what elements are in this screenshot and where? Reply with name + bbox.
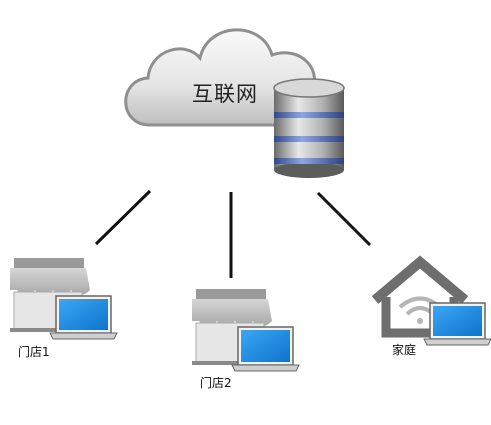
connector-home: [316, 191, 372, 247]
store-icon: [10, 258, 90, 332]
home-label: 家庭: [392, 343, 417, 357]
database-icon: [273, 78, 345, 178]
store2-label: 门店2: [200, 376, 232, 390]
connector-store1: [94, 189, 152, 246]
laptop-icon: [49, 295, 118, 340]
laptop-icon: [423, 302, 491, 346]
cloud-label: 互联网: [192, 82, 258, 106]
store1-label: 门店1: [18, 345, 50, 359]
laptop-icon: [231, 326, 300, 372]
